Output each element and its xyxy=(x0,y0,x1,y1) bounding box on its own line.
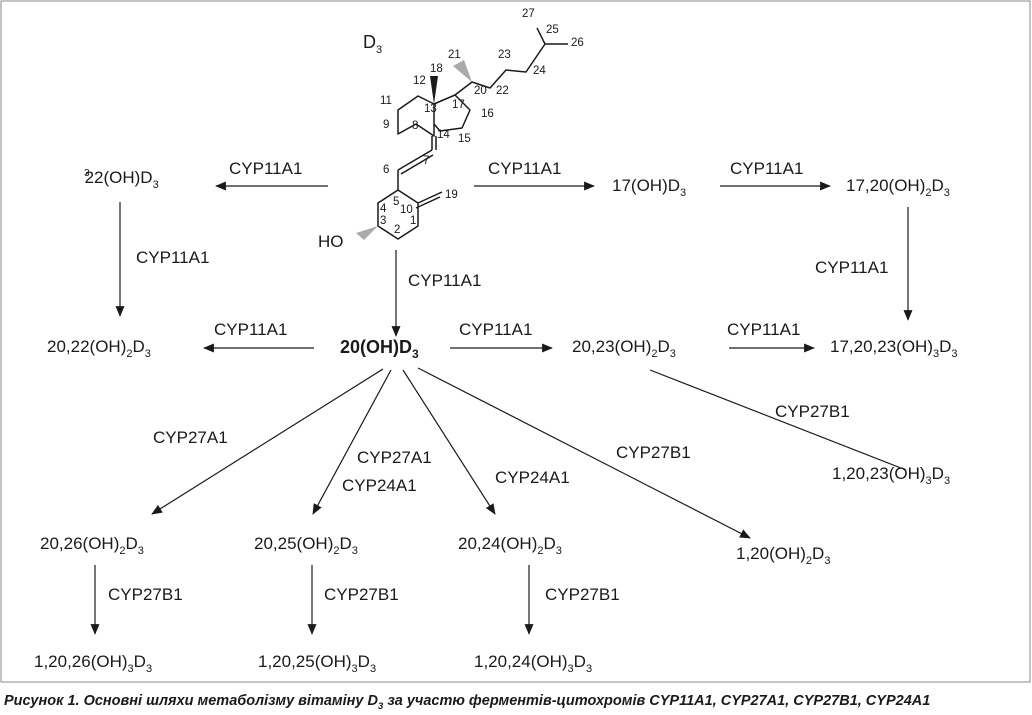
enzyme-label-2025-to-12025: CYP27B1 xyxy=(324,585,399,604)
enzyme-label-to-17oh: CYP11A1 xyxy=(488,159,562,178)
atom-2: 2 xyxy=(394,224,400,236)
enzyme-label-to-20oh: CYP11A1 xyxy=(408,271,482,290)
atom-4: 4 xyxy=(380,203,387,215)
compound-20-24oh2-d3: 20,24(OH)2D3 xyxy=(458,534,562,557)
enzyme-label-2026-to-12026: CYP27B1 xyxy=(108,585,183,604)
compound-20-25oh2-d3: 20,25(OH)2D3 xyxy=(254,534,358,557)
figure-caption: Рисунок 1. Основні шляхи метаболізму віт… xyxy=(4,693,931,712)
compound-20-26oh2-d3: 20,26(OH)2D3 xyxy=(40,534,144,557)
atom-1: 1 xyxy=(410,215,416,227)
compound-17oh-d3: 17(OH)D3 xyxy=(612,176,687,199)
atom-24: 24 xyxy=(533,65,546,77)
atom-27: 27 xyxy=(522,8,535,20)
atom-17: 17 xyxy=(452,99,465,111)
enzyme-label-20oh-to-2022: CYP11A1 xyxy=(214,320,288,339)
enzyme-label-to-2026: CYP27A1 xyxy=(153,428,228,447)
compound-17-20oh2-d3: 17,20(OH)2D3 xyxy=(846,176,950,199)
compound-1-20-23oh3-d3: 1,20,23(OH)3D3 xyxy=(832,464,951,487)
atom-16: 16 xyxy=(481,108,494,120)
atom-8: 8 xyxy=(412,120,418,132)
atom-18: 18 xyxy=(430,63,443,75)
atom-11: 11 xyxy=(380,95,392,107)
enzyme-label-1720-to-172023: CYP11A1 xyxy=(815,258,889,277)
atom-3: 3 xyxy=(380,215,386,227)
vitamin-d3-structure xyxy=(356,27,568,240)
enzyme-label-2023-to-172023: CYP11A1 xyxy=(727,320,801,339)
arrow-20oh-to-120 xyxy=(417,367,751,539)
arrow-20oh-to-2026 xyxy=(151,368,384,515)
enzyme-label-to-2025-cyp24a1: CYP24A1 xyxy=(342,476,417,495)
compound-22oh-d3: 322(OH)D3 xyxy=(84,168,159,191)
compound-1-20oh2-d3: 1,20(OH)2D3 xyxy=(736,544,831,567)
atom-25: 25 xyxy=(546,24,559,36)
compound-17-20-23oh3-d3: 17,20,23(OH)3D3 xyxy=(830,337,958,360)
compound-1-20-26oh3-d3: 1,20,26(OH)3D3 xyxy=(34,652,153,675)
arrow-20oh-to-2024 xyxy=(402,369,496,515)
enzyme-label-2023-to-12023: CYP27B1 xyxy=(775,402,850,421)
atom-19: 19 xyxy=(445,189,458,201)
enzyme-label-22oh-to-2022: CYP11A1 xyxy=(136,248,210,267)
enzyme-label-to-1720: CYP11A1 xyxy=(730,159,804,178)
enzyme-label-to-2025-cyp27a1: CYP27A1 xyxy=(357,448,432,467)
atom-5: 5 xyxy=(393,196,399,208)
atom-7: 7 xyxy=(423,155,429,167)
line-2023-to-12023 xyxy=(649,369,907,471)
arrow-20oh-to-2025 xyxy=(312,369,392,515)
enzyme-label-to-120: CYP27B1 xyxy=(616,443,691,462)
atom-15: 15 xyxy=(458,133,471,145)
atom-26: 26 xyxy=(571,37,584,49)
compound-20-23oh2-d3: 20,23(OH)2D3 xyxy=(572,337,676,360)
atom-14: 14 xyxy=(437,129,450,141)
figure-border xyxy=(0,0,1031,683)
compound-20oh-d3: 20(OH)D3 xyxy=(340,337,419,361)
atom-9: 9 xyxy=(383,119,389,131)
atom-21: 21 xyxy=(448,49,461,61)
enzyme-label-2024-to-12024: CYP27B1 xyxy=(545,585,620,604)
atom-20: 20 xyxy=(474,85,487,97)
molecule-name: D3 xyxy=(363,32,383,56)
enzyme-label-20oh-to-2023: CYP11A1 xyxy=(459,320,533,339)
enzyme-label-to-2024: CYP24A1 xyxy=(495,468,570,487)
atom-13: 13 xyxy=(424,103,437,115)
compound-20-22oh2-d3: 20,22(OH)2D3 xyxy=(47,337,151,360)
compound-1-20-24oh3-d3: 1,20,24(OH)3D3 xyxy=(474,652,593,675)
atom-10: 10 xyxy=(400,204,413,216)
ho-label: HO xyxy=(318,232,344,251)
atom-23: 23 xyxy=(498,49,511,61)
compound-1-20-25oh3-d3: 1,20,25(OH)3D3 xyxy=(258,652,377,675)
atom-6: 6 xyxy=(383,164,389,176)
enzyme-label-to-22oh: CYP11A1 xyxy=(229,159,303,178)
atom-22: 22 xyxy=(496,85,509,97)
atom-12: 12 xyxy=(413,75,426,87)
